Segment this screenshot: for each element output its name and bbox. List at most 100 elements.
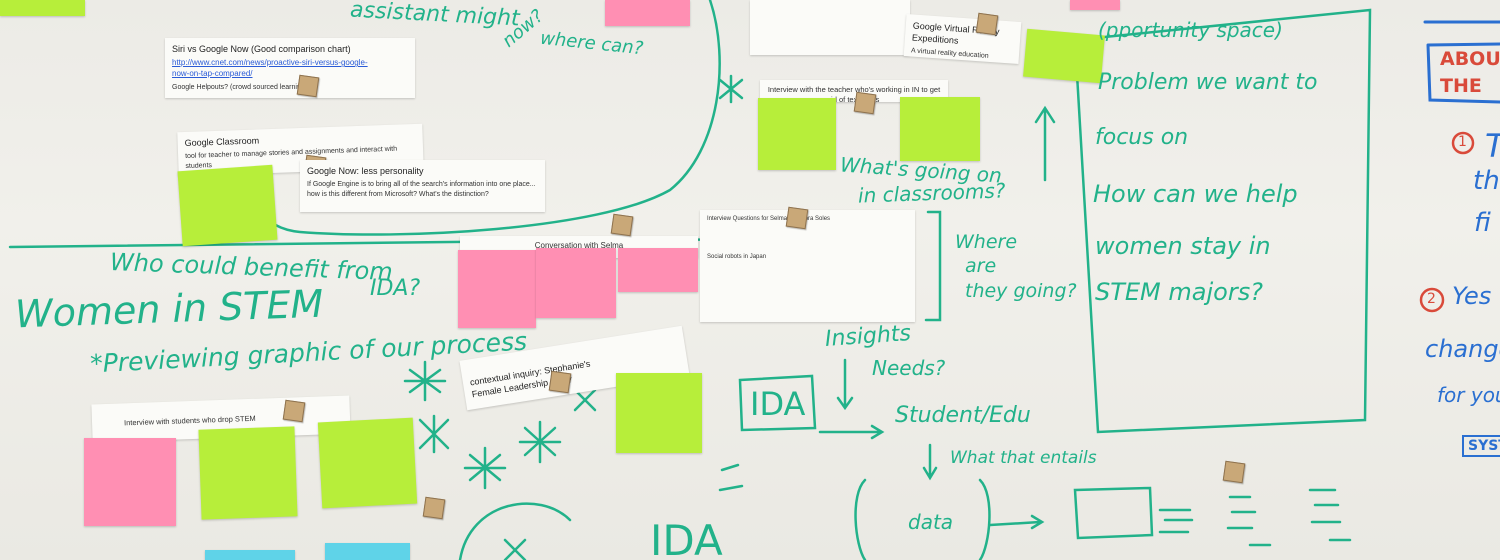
label-ida-bottom: IDA [650, 516, 723, 560]
paper-vr-title: Google Virtual Reality Expeditions [911, 20, 1000, 46]
paper-google-now: Google Now: less personality If Google E… [300, 160, 545, 212]
output-box [1073, 486, 1154, 540]
star-5 [718, 74, 744, 104]
sticky-green-contextual [616, 373, 702, 453]
paper-siri-note: Google Helpouts? (crowd sourced learning… [172, 83, 308, 91]
star-6 [573, 388, 597, 412]
sticky-pink-selma-1 [458, 250, 536, 328]
magnet [853, 91, 877, 115]
paper-teacher-interview: Interview with the teacher who's working… [760, 80, 948, 102]
note-what-that-entails: What that entails [950, 448, 1097, 468]
magnet [1222, 460, 1246, 484]
note-where-1: Where [955, 231, 1018, 253]
dash-3 [1308, 488, 1342, 524]
star-4 [518, 420, 562, 464]
sticky-green-drop-2 [317, 417, 418, 509]
sticky-top-center [605, 0, 690, 26]
arrow-down [922, 443, 938, 481]
arrow-to-student [818, 424, 885, 440]
ida-box [738, 374, 817, 432]
note-fi-fragment: fi [1474, 208, 1491, 238]
arrow-to-box [988, 514, 1045, 530]
bracket-right [924, 210, 942, 322]
paper-teacher-title: Interview with the teacher who's working… [767, 85, 941, 102]
note-whats-going-on-2: in classrooms? [857, 178, 1006, 208]
data-brace [854, 478, 991, 560]
insights-arrow [836, 358, 854, 411]
sticky-pink-selma-2 [536, 248, 616, 318]
paper-interview-questions: Interview Questions for Selma and Nora S… [700, 210, 915, 322]
paper-drop-title: Interview with students who drop STEM [123, 413, 256, 428]
paper-virtual-reality: Google Virtual Reality Expeditions A vir… [903, 14, 1022, 64]
paper-siri-url[interactable]: http://www.cnet.com/news/proactive-siri-… [172, 58, 368, 78]
left-dash [718, 463, 744, 492]
paper-siri-title: Siri vs Google Now (Good comparison char… [172, 44, 351, 54]
star-2 [418, 414, 450, 454]
note-num-2: 2 [1427, 291, 1436, 307]
note-yes: Yes [1452, 282, 1492, 310]
note-stem-majors: STEM majors? [1095, 278, 1263, 306]
sticky-green-vr [1023, 28, 1105, 84]
magnet [610, 213, 634, 237]
note-t-fragment: T [1485, 130, 1500, 162]
note-student-edu: Student/Edu [895, 403, 1031, 428]
red-circle-1 [1451, 131, 1475, 155]
ellipse-bottom [458, 502, 572, 560]
sticky-green-classroom [177, 164, 278, 247]
about-box [1426, 42, 1500, 104]
note-women-in-stem: Women in STEM [14, 281, 324, 337]
paper-now-note: If Google Engine is to bring all of the … [307, 181, 536, 198]
sticky-top-left [0, 0, 85, 16]
sticky-top-right [1070, 0, 1120, 10]
paper-interview-note: Social robots in Japan [707, 254, 767, 261]
paper-selma-title: Conversation with Selma [534, 241, 624, 250]
sticky-green-drop-1 [198, 426, 298, 520]
big-frame [1073, 8, 1372, 434]
sticky-blue-2 [325, 543, 410, 560]
up-arrow [1034, 105, 1056, 182]
magnet [975, 12, 999, 36]
magnet [296, 74, 320, 98]
note-where-3: they going? [965, 280, 1077, 302]
note-change: change [1425, 335, 1500, 363]
star-1 [403, 360, 447, 402]
paper-interview-title: Interview Questions for Selma and Nora S… [707, 216, 831, 222]
note-women-stay: women stay in [1095, 232, 1271, 260]
note-insights: Insights [824, 321, 912, 352]
note-th-fragment: th [1473, 166, 1500, 196]
star-3 [463, 446, 507, 490]
note-ida-question: IDA? [370, 276, 421, 301]
note-focus-on: focus on [1095, 125, 1189, 150]
sticky-green-teacher-1 [758, 98, 836, 170]
paper-now-title: Google Now: less personality [307, 166, 424, 176]
red-circle-2 [1419, 287, 1445, 313]
note-where-2: are [965, 255, 997, 277]
note-needs: Needs? [872, 356, 946, 380]
magnet [282, 399, 306, 423]
star-7 [503, 538, 527, 560]
sticky-green-teacher-2 [900, 97, 980, 161]
dash-2 [1226, 495, 1257, 530]
label-ida-box: IDA [750, 385, 806, 423]
note-data: data [908, 510, 954, 534]
note-opportunity-space: (pportunity space) [1098, 18, 1283, 42]
sticky-pink-drop [84, 438, 176, 526]
paper-course-list [750, 0, 910, 55]
dash-1 [1158, 508, 1194, 534]
note-problem: Problem we want to [1098, 70, 1318, 95]
paper-siri-vs-google: Siri vs Google Now (Good comparison char… [165, 38, 415, 98]
magnet [548, 370, 572, 394]
dash-4 [1248, 538, 1352, 547]
magnet [785, 206, 809, 230]
note-num-1: 1 [1458, 134, 1467, 150]
note-how-can-we-help: How can we help [1093, 180, 1298, 208]
sticky-pink-selma-3 [618, 248, 698, 292]
note-for-you: for you [1437, 383, 1500, 407]
sticky-blue-1 [205, 550, 295, 560]
magnet [422, 496, 446, 520]
note-the: THE [1440, 75, 1482, 97]
note-system: SYSTE [1462, 435, 1500, 457]
